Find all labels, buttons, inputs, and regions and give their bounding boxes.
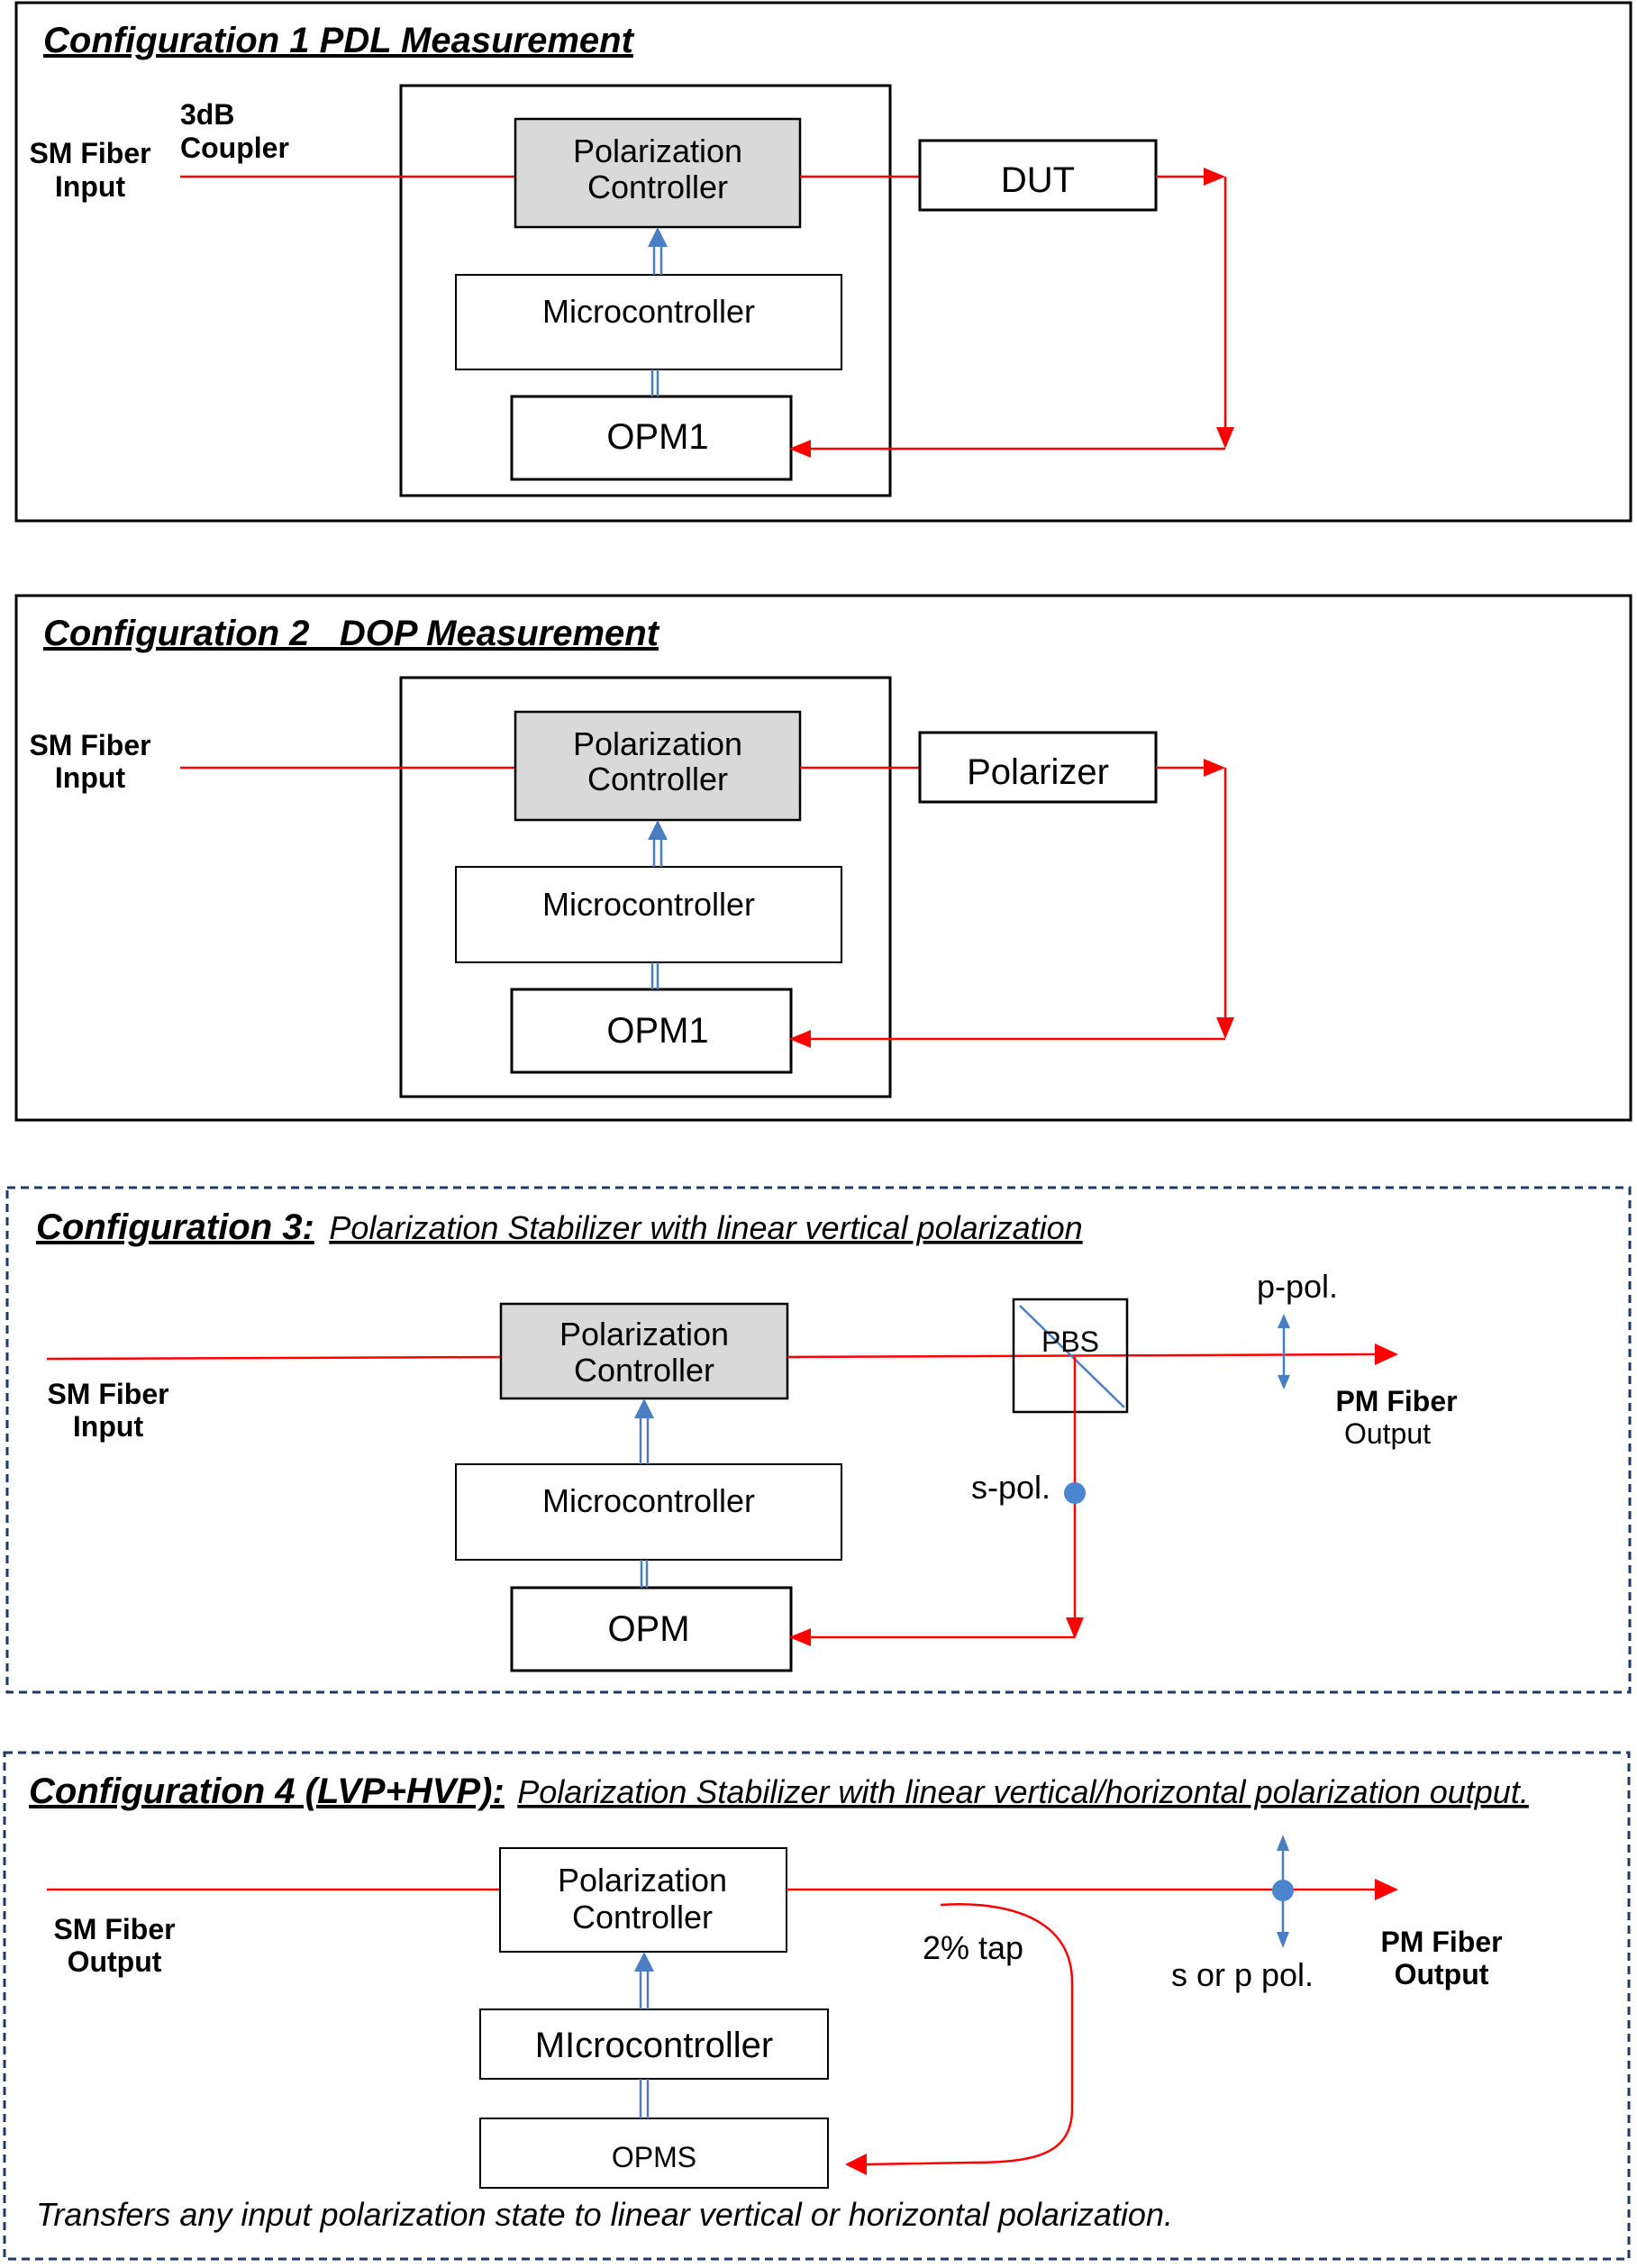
config1-input-label-2: Input (55, 170, 126, 203)
config4-output-arrowhead (1375, 1879, 1398, 1900)
config4-sorp-indicator (1272, 1835, 1294, 1948)
config2-return-path (789, 759, 1234, 1048)
config3-pbs-label: PBS (1041, 1325, 1099, 1358)
config1-frame (14, 1, 1632, 523)
config1-opm1-label: OPM1 (606, 417, 708, 457)
config3-spol-label: s-pol. (971, 1469, 1050, 1506)
config2-input-label-1: SM Fiber (29, 729, 150, 761)
config1-coupler-label-1: 3dB (180, 98, 234, 131)
config3-micro-label: Microcontroller (542, 1482, 755, 1519)
config3-opm: OPM (510, 1586, 793, 1672)
config3-microcontroller: Microcontroller (455, 1463, 842, 1561)
config3-title-line: Configuration 3: Polarization Stabilizer… (36, 1207, 1083, 1247)
config3-panel: Configuration 3: Polarization Stabilizer… (5, 1186, 1632, 1694)
config4-opms: OPMS (479, 2118, 829, 2189)
config3-input-label-2: Input (73, 1410, 144, 1443)
config4-subtitle: Polarization Stabilizer with linear vert… (517, 1773, 1529, 1810)
config4-output-label-1: PM Fiber (1380, 1926, 1502, 1958)
config3-opm-label: OPM (607, 1609, 689, 1649)
config2-opm1-label: OPM1 (606, 1011, 708, 1051)
config3-spol-dot (1064, 1482, 1086, 1504)
config3-controller-line2: Controller (574, 1352, 714, 1389)
config4-control-link-upper (634, 1952, 654, 2009)
config1-micro-label: Microcontroller (542, 293, 755, 330)
config3-ppol-indicator (1278, 1314, 1290, 1389)
config2-controller-line1: Polarization (573, 725, 742, 762)
config1-panel: Configuration 1 PDL Measurement SM Fiber… (14, 1, 1632, 523)
config2-instrument-box (399, 676, 892, 1098)
config4-tap-path (845, 1903, 1074, 2175)
config3-ppol-label: p-pol. (1257, 1268, 1338, 1305)
config4-frame (3, 1751, 1631, 2261)
config1-opm1: OPM1 (510, 395, 793, 481)
config3-input-fiber (46, 1355, 502, 1361)
config4-panel: Configuration 4 (LVP+HVP): Polarization … (3, 1751, 1631, 2261)
config3-spol-branch (789, 1357, 1086, 1646)
config4-sorp-label: s or p pol. (1171, 1956, 1314, 1993)
config1-controller-line2: Controller (587, 169, 728, 205)
config2-frame (14, 594, 1632, 1122)
config4-footer-note: Transfers any input polarization state t… (36, 2196, 1173, 2233)
config4-controller-line2: Controller (572, 1899, 713, 1936)
config3-frame (5, 1186, 1632, 1694)
config3-output-label-1: PM Fiber (1335, 1385, 1457, 1417)
config1-microcontroller: Microcontroller (455, 274, 842, 370)
config2-control-link-lower (650, 962, 659, 989)
config2-control-link-upper (648, 820, 668, 867)
config3-subtitle: Polarization Stabilizer with linear vert… (329, 1209, 1082, 1246)
config2-microcontroller: Microcontroller (455, 866, 842, 963)
config2-opm1: OPM1 (510, 988, 793, 1074)
config3-output-label-2: Output (1344, 1417, 1431, 1450)
config3-control-link-lower (640, 1560, 649, 1588)
config4-sorp-dot (1272, 1880, 1294, 1901)
config4-output-label-2: Output (1395, 1958, 1489, 1990)
config1-dut: DUT (918, 139, 1158, 212)
config4-input-label-2: Output (68, 1945, 162, 1978)
config2-controller-line2: Controller (587, 761, 728, 797)
config2-micro-label: Microcontroller (542, 886, 755, 923)
config1-return-path (789, 168, 1234, 458)
config2-input-label-2: Input (55, 761, 126, 794)
config3-output-fiber (787, 1353, 1379, 1359)
config2-polarization-controller: Polarization Controller (514, 710, 802, 822)
config1-title: Configuration 1 PDL Measurement (43, 21, 635, 60)
config3-pbs: PBS (1012, 1298, 1129, 1414)
config4-title: Configuration 4 (LVP+HVP): (29, 1772, 505, 1811)
config1-control-link-lower (650, 369, 659, 396)
config1-coupler-label-2: Coupler (180, 132, 289, 164)
config4-microcontroller: MIcrocontroller (479, 2008, 829, 2080)
config4-micro-label: MIcrocontroller (535, 2026, 774, 2065)
config3-polarization-controller: Polarization Controller (499, 1302, 789, 1400)
config2-panel: Configuration 2 DOP Measurement SM Fiber… (14, 594, 1632, 1122)
config3-controller-line1: Polarization (559, 1316, 729, 1353)
config1-instrument-box (399, 84, 892, 497)
config3-input-label-1: SM Fiber (47, 1378, 168, 1410)
config1-dut-label: DUT (1001, 160, 1075, 200)
config3-output-arrowhead (1375, 1343, 1398, 1365)
config4-input-label-1: SM Fiber (53, 1913, 175, 1945)
config2-polarizer-label: Polarizer (967, 752, 1109, 792)
config1-controller-line1: Polarization (573, 132, 742, 169)
config2-title: Configuration 2 DOP Measurement (43, 614, 660, 653)
config3-control-link-upper (634, 1398, 654, 1464)
config3-title: Configuration 3: (36, 1207, 314, 1247)
config4-title-line: Configuration 4 (LVP+HVP): Polarization … (29, 1772, 1529, 1811)
config4-control-link-lower (639, 2079, 650, 2118)
config4-tap-label: 2% tap (923, 1929, 1023, 1966)
config4-controller-line1: Polarization (558, 1862, 727, 1899)
config1-input-label-1: SM Fiber (29, 137, 150, 169)
config2-polarizer: Polarizer (918, 731, 1158, 804)
config4-polarization-controller: Polarization Controller (499, 1847, 787, 1953)
config1-polarization-controller: Polarization Controller (514, 117, 802, 229)
config4-opms-label: OPMS (612, 2141, 696, 2173)
config1-control-link-upper (648, 227, 668, 275)
